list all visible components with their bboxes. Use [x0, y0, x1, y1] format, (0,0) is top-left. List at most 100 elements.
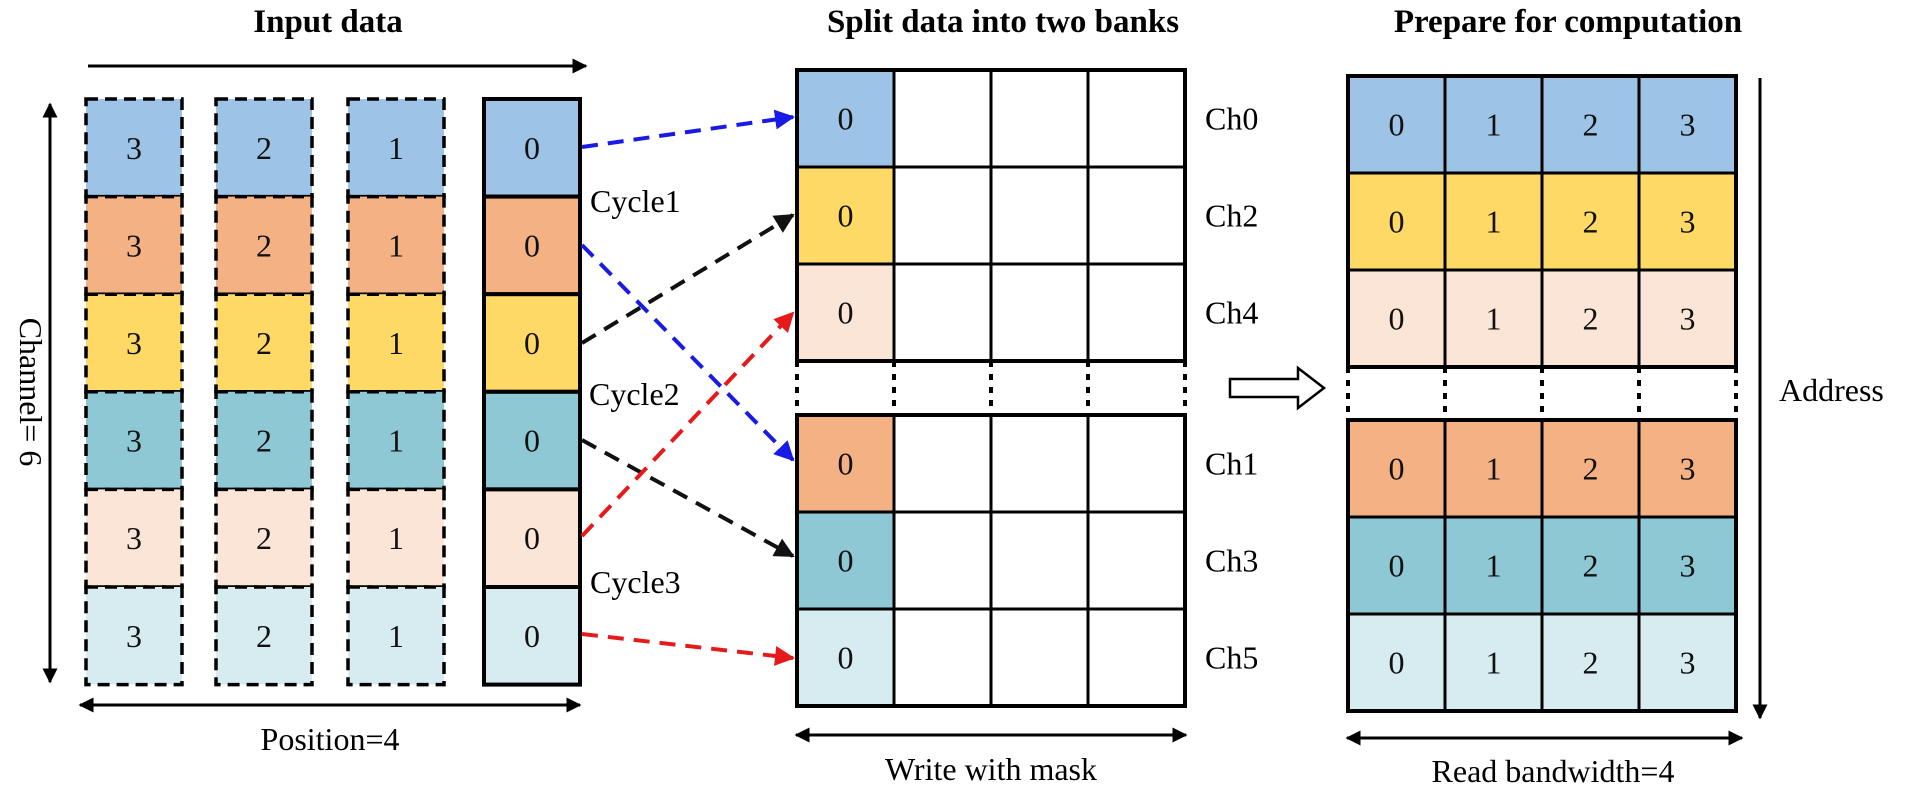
channel-label: Channel= 6 [13, 318, 49, 467]
input-cell-value: 3 [126, 423, 142, 459]
bank-cell-value: 0 [838, 101, 854, 137]
input-cell [346, 585, 446, 687]
bank-cell-empty [989, 68, 1090, 169]
input-cell [214, 585, 314, 687]
bank-cell-empty [989, 607, 1090, 708]
input-data-title: Input data [253, 4, 402, 40]
prepare-cell-value: 3 [1680, 548, 1696, 584]
input-cell-value: 3 [126, 520, 142, 556]
input-cell [84, 97, 184, 199]
position-label: Position=4 [261, 721, 400, 757]
input-cell-value: 0 [524, 618, 540, 654]
prepare-cell-value: 1 [1486, 301, 1502, 337]
bank-cell-empty [1086, 262, 1187, 363]
cycle3-arrow-ch4 [580, 311, 795, 538]
input-cell [346, 97, 446, 199]
cycle3-label: Cycle3 [590, 564, 681, 600]
bank-cell-empty [892, 68, 993, 169]
prepare-cell [1443, 171, 1544, 272]
input-cell [214, 97, 314, 199]
input-cell-value: 3 [126, 325, 142, 361]
prepare-cell-value: 2 [1583, 301, 1599, 337]
prepare-cell-value: 3 [1680, 204, 1696, 240]
input-cell-value: 2 [256, 227, 272, 263]
bank-cell-empty [989, 413, 1090, 514]
cycle1-label: Cycle1 [590, 183, 681, 219]
input-cell-value: 2 [256, 520, 272, 556]
input-cell-value: 0 [524, 520, 540, 556]
input-cell-value: 0 [524, 325, 540, 361]
prepare-cell-value: 2 [1583, 548, 1599, 584]
prepare-cell-value: 1 [1486, 451, 1502, 487]
input-cell-value: 3 [126, 130, 142, 166]
cycle2-arrow-ch2 [580, 213, 795, 345]
prepare-cell-value: 3 [1680, 301, 1696, 337]
prepare-cell-value: 2 [1583, 204, 1599, 240]
bank-cell-empty [1086, 165, 1187, 266]
bank-cell-filled [795, 262, 896, 363]
cycle1-arrow-ch0 [581, 109, 795, 149]
bank-cell-empty [892, 607, 993, 708]
bank-cell-value: 0 [838, 295, 854, 331]
prepare-cell-value: 1 [1486, 645, 1502, 681]
input-cell-value: 2 [256, 325, 272, 361]
input-cell [214, 292, 314, 394]
input-cell [214, 194, 314, 296]
input-cell [214, 390, 314, 492]
read-bandwidth-label: Read bandwidth=4 [1432, 753, 1675, 789]
bank-cell-filled [795, 607, 896, 708]
input-cell-value: 3 [126, 618, 142, 654]
bank-cell-empty [892, 262, 993, 363]
input-cell [346, 194, 446, 296]
prepare-cell [1540, 612, 1641, 713]
prepare-cell [1443, 515, 1544, 616]
cycle2-label: Cycle2 [589, 376, 680, 412]
input-cell [346, 487, 446, 589]
prepare-cell-value: 1 [1486, 107, 1502, 143]
input-cell-value: 2 [256, 130, 272, 166]
cycle3-arrow-ch5 [581, 632, 795, 666]
prepare-cell [1443, 418, 1544, 519]
split-banks-title: Split data into two banks [827, 4, 1179, 40]
bank-channel-label: Ch3 [1205, 543, 1258, 579]
bank-cell-value: 0 [838, 640, 854, 676]
input-cell [84, 292, 184, 394]
bank-cell-value: 0 [838, 198, 854, 234]
bank-cell-empty [1086, 413, 1187, 514]
bank-cell-value: 0 [838, 543, 854, 579]
input-cell [84, 487, 184, 589]
bank-cell-empty [989, 262, 1090, 363]
prepare-cell-value: 0 [1389, 451, 1405, 487]
input-cell [482, 585, 582, 687]
prepare-cell-value: 0 [1389, 548, 1405, 584]
prepare-cell-value: 3 [1680, 451, 1696, 487]
prepare-cell-value: 1 [1486, 548, 1502, 584]
input-cell-value: 0 [524, 423, 540, 459]
input-cell-value: 1 [388, 423, 404, 459]
prepare-cell [1637, 418, 1738, 519]
prepare-cell [1637, 612, 1738, 713]
bank-cell-empty [1086, 510, 1187, 611]
prepare-cell-value: 0 [1389, 107, 1405, 143]
bank-cell-filled [795, 510, 896, 611]
prepare-cell-value: 2 [1583, 645, 1599, 681]
prepare-cell [1637, 515, 1738, 616]
cycle1-arrow-ch1 [580, 243, 795, 462]
prepare-cell [1540, 171, 1641, 272]
prepare-cell-value: 3 [1680, 107, 1696, 143]
bank-cell-empty [892, 165, 993, 266]
input-cell-value: 3 [126, 227, 142, 263]
bank-channel-label: Ch1 [1205, 446, 1258, 482]
input-cell [214, 487, 314, 589]
prepare-cell-value: 0 [1389, 645, 1405, 681]
input-cell-value: 2 [256, 618, 272, 654]
prepare-cell-value: 2 [1583, 107, 1599, 143]
input-cell-value: 1 [388, 618, 404, 654]
cycle2-arrow-ch3 [581, 438, 795, 558]
input-cell [84, 585, 184, 687]
write-mask-label: Write with mask [885, 751, 1097, 787]
input-cell-value: 0 [524, 227, 540, 263]
bank-cell-empty [989, 510, 1090, 611]
